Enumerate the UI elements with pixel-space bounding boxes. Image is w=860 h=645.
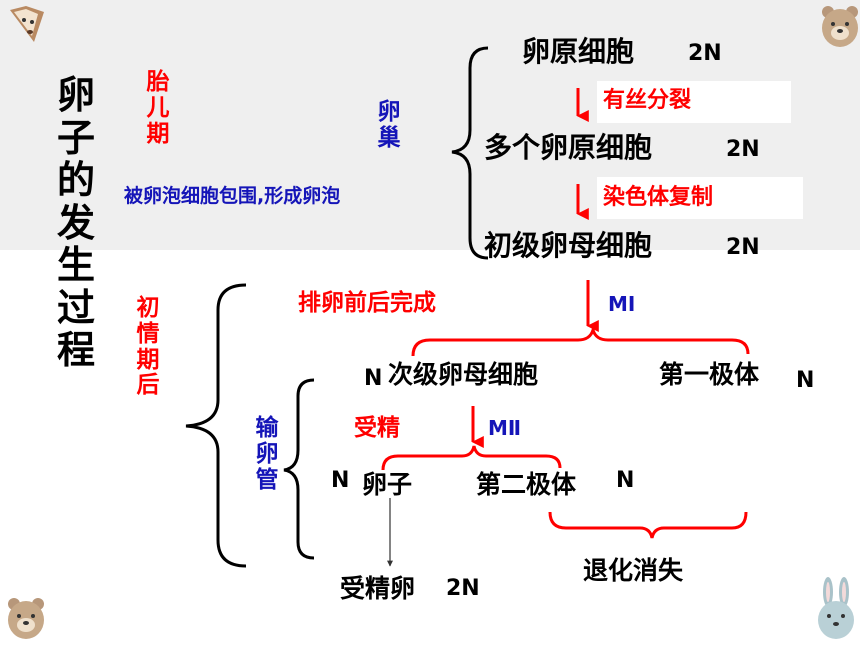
ovum-cell: 卵子 — [362, 470, 413, 499]
meiosis1-label: MⅠ — [608, 292, 636, 316]
replication-label: 染色体复制 — [603, 185, 714, 210]
oviduct-brace — [283, 378, 315, 560]
degenerate-label: 退化消失 — [583, 556, 684, 585]
bear-mascot-icon — [8, 598, 44, 639]
many-oogonia-cell: 多个卵原细胞 — [484, 131, 653, 164]
rabbit-mascot-icon — [818, 577, 854, 639]
primary-oocyte-cell: 初级卵母细胞 — [484, 229, 653, 262]
oogonium-cell: 卵原细胞 — [522, 35, 635, 68]
ovary-brace — [451, 46, 489, 260]
secondary-oocyte-ploidy: N — [364, 366, 383, 391]
puberty-period-label: 初情期后 — [136, 295, 160, 399]
zygote-cell: 受精卵 — [340, 574, 416, 603]
second-polar-body-ploidy: N — [616, 468, 635, 493]
fertilization-label: 受精 — [354, 415, 400, 441]
oogonium-ploidy: 2N — [688, 41, 722, 66]
primary-oocyte-ploidy: 2N — [726, 235, 760, 260]
mitosis-label: 有丝分裂 — [603, 88, 692, 113]
secondary-oocyte-cell: 次级卵母细胞 — [388, 360, 539, 389]
first-polar-body-ploidy: N — [796, 368, 815, 393]
zygote-ploidy: 2N — [446, 576, 480, 601]
replication-label-box — [597, 177, 803, 219]
first-polar-body-cell: 第一极体 — [659, 360, 760, 389]
puberty-brace — [185, 283, 247, 568]
page-title: 卵子的发生过程 — [56, 73, 95, 373]
ovulation-label: 排卵前后完成 — [298, 290, 436, 316]
many-oogonia-ploidy: 2N — [726, 137, 760, 162]
oviduct-label: 输卵管 — [255, 415, 279, 493]
ovary-label: 卵巢 — [377, 99, 401, 151]
fetal-period-label: 胎儿期 — [146, 69, 170, 147]
ovum-ploidy: N — [331, 468, 350, 493]
bear-mascot-icon — [822, 6, 858, 47]
mitosis-label-box — [597, 81, 791, 123]
follicle-note: 被卵泡细胞包围,形成卵泡 — [124, 185, 341, 207]
meiosis2-label: MⅡ — [488, 416, 522, 440]
second-polar-body-cell: 第二极体 — [476, 470, 577, 499]
meiosis2-split-brace — [381, 445, 562, 471]
degenerate-brace — [548, 511, 748, 539]
deer-mascot-icon — [10, 6, 44, 42]
meiosis1-split-brace — [411, 324, 750, 357]
